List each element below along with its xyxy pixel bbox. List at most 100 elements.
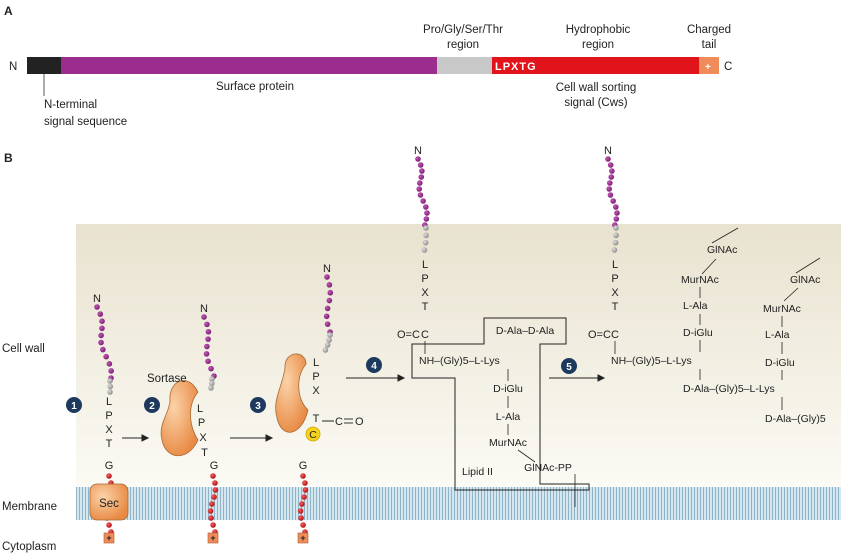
step5-o-c: O=C (588, 329, 611, 341)
lipid-bonds (507, 369, 576, 507)
charged-tail-box-2 (207, 532, 219, 544)
chain4-surface-bead (423, 216, 430, 222)
region-pgst-label-2: region (447, 39, 479, 51)
arrows (122, 374, 606, 442)
chain5-surface-bead (607, 192, 614, 198)
pg-right-diglu: D-iGlu (765, 357, 795, 369)
chain2-tm-bead (211, 494, 217, 500)
chain3-tm-bead (302, 480, 308, 486)
chain5-surface-bead (607, 162, 614, 168)
charged-tail-plus-1: + (106, 533, 111, 543)
chain3-surface-bead (327, 289, 334, 296)
svg-text:3: 3 (255, 401, 261, 412)
lipid-dala: D-Ala–D-Ala (496, 325, 555, 337)
chain3-tm-bead (299, 501, 305, 507)
chain2-tm-bead (210, 522, 216, 528)
n-terminus-label: N (9, 61, 17, 73)
chain1-pgst-bead (107, 389, 113, 395)
lipid-ii-box (411, 317, 590, 491)
chain3-surface-bead (324, 321, 331, 327)
chain1-surface-bead (103, 353, 109, 360)
cws-label: Cell wall sorting (556, 82, 637, 94)
chain1-surface-bead (100, 346, 106, 353)
sortase-enzyme-2 (160, 380, 199, 457)
chain2-surface-bead (204, 343, 210, 350)
chain2-pgst-bead (209, 376, 215, 382)
chain3-residue-T: T (313, 413, 320, 425)
pg-right-dala: D-Ala–(Gly)5 (765, 413, 826, 425)
chain5-surface-bead (613, 204, 619, 210)
chain4-pgst-bead (423, 225, 429, 231)
chain4-c: C (421, 329, 429, 341)
cysteine-label: C (309, 429, 317, 441)
chain2-residue-L: L (197, 403, 203, 415)
region-charged-label-2: tail (702, 39, 717, 51)
chain5-surface-bead (606, 186, 612, 192)
chain4-surface-bead (417, 162, 424, 168)
step3-c: C (335, 416, 343, 428)
chain5-c: C (611, 329, 619, 341)
chain3-pgst-bead (324, 342, 331, 348)
svg-text:1: 1 (71, 401, 77, 412)
chain4-surface-bead (416, 186, 422, 192)
chain2-tm-bead (210, 473, 216, 479)
chain5-pgst-bead (611, 247, 618, 253)
membrane-band (76, 487, 841, 520)
chain3-tm-bead (297, 508, 304, 514)
chain3-residue-P: P (312, 371, 319, 383)
chain1-surface-bead (99, 325, 105, 332)
chain1-pgst-bead (107, 383, 114, 390)
step-5: 5 (561, 358, 577, 374)
chain2-n-label: N (200, 303, 208, 315)
chain2-surface-bead (205, 336, 211, 342)
chain1-surface-bead (99, 318, 105, 325)
sec-translocon (89, 483, 129, 521)
chain2-pgst-bead (208, 385, 214, 391)
chain3-pgst-bead (327, 332, 333, 338)
pg-right-lala: L-Ala (765, 329, 790, 341)
chain5-n-label: N (604, 145, 612, 157)
chain1-surface-bead (106, 361, 113, 367)
hydrophobic-region-bar (492, 57, 699, 74)
signal-seq-label-2: signal sequence (44, 116, 127, 128)
chain3-surface-bead (326, 297, 333, 304)
active-site-cysteine (305, 426, 321, 442)
chain3-surface-bead (326, 282, 333, 288)
chain4-surface-bead (424, 210, 430, 216)
surface-protein-bar (61, 57, 437, 74)
chain2-residue-G: G (210, 460, 219, 472)
chain2-residue-P: P (198, 417, 205, 429)
lipid-diglu: D-iGlu (493, 383, 523, 395)
c-terminus-label: C (724, 61, 732, 73)
step-4: 4 (366, 357, 382, 373)
chain2-tm-bead (212, 487, 219, 493)
charged-plus: + (705, 62, 711, 73)
chain2-surface-bead (205, 328, 212, 335)
step3-o: O (355, 416, 364, 428)
pg-left-glnac: GlNAc (707, 244, 737, 256)
pg-right-glnac: GlNAc (790, 274, 820, 286)
chain3-tm-bead (302, 487, 309, 493)
chain5-surface-bead (605, 156, 611, 162)
chain1-surface-bead (108, 368, 114, 374)
chain2-surface-bead (205, 358, 211, 365)
chain5-residue-T: T (612, 301, 619, 313)
chain1-surface-bead (94, 304, 100, 310)
chain5-pgst-bead (613, 232, 619, 239)
sortase-enzyme-3 (275, 353, 309, 433)
chain3-residue-G: G (299, 460, 308, 472)
chain2-pgst-bead (208, 380, 215, 387)
chain2-residue-T: T (201, 447, 208, 459)
chain5-surface-bead (610, 198, 616, 204)
chain5-surface-bead (613, 216, 620, 222)
panel-b-label: B (4, 151, 13, 165)
chain1-tm-bead (106, 522, 112, 528)
chain5-surface-bead (614, 210, 620, 216)
chain5-residue-L: L (612, 259, 618, 271)
svg-text:5: 5 (566, 362, 572, 373)
chain3-residue-L: L (313, 357, 319, 369)
chain1-surface-bead (98, 339, 104, 346)
chain2-tm-bead (207, 508, 214, 514)
sec-label: Sec (99, 498, 119, 510)
